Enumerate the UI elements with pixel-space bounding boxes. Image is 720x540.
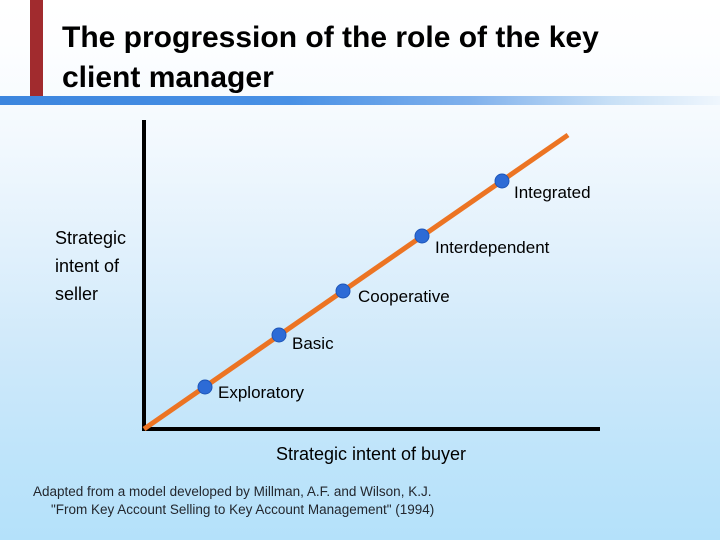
slide-title: The progression of the role of the key c…: [62, 21, 599, 94]
stage-dot: [414, 228, 430, 244]
stage-label-integrated: Integrated: [514, 183, 591, 202]
title-rule: [0, 96, 720, 105]
stage-label-cooperative: Cooperative: [358, 287, 450, 306]
stage-dot: [335, 283, 351, 299]
y-axis-label: Strategic intent of seller: [55, 228, 127, 304]
stage-dot: [494, 173, 510, 189]
stage-label-exploratory: Exploratory: [218, 383, 304, 402]
red-accent-bar: [30, 0, 43, 96]
footnote-line-2: "From Key Account Selling to Key Account…: [51, 502, 435, 517]
x-axis-label: Strategic intent of buyer: [275, 444, 467, 464]
footnote-line-1: Adapted from a model developed by Millma…: [33, 484, 432, 499]
stage-label-interdependent: Interdependent: [435, 238, 550, 257]
stage-label-basic: Basic: [292, 334, 334, 353]
stage-dot: [197, 379, 213, 395]
stage-dot: [271, 327, 287, 343]
